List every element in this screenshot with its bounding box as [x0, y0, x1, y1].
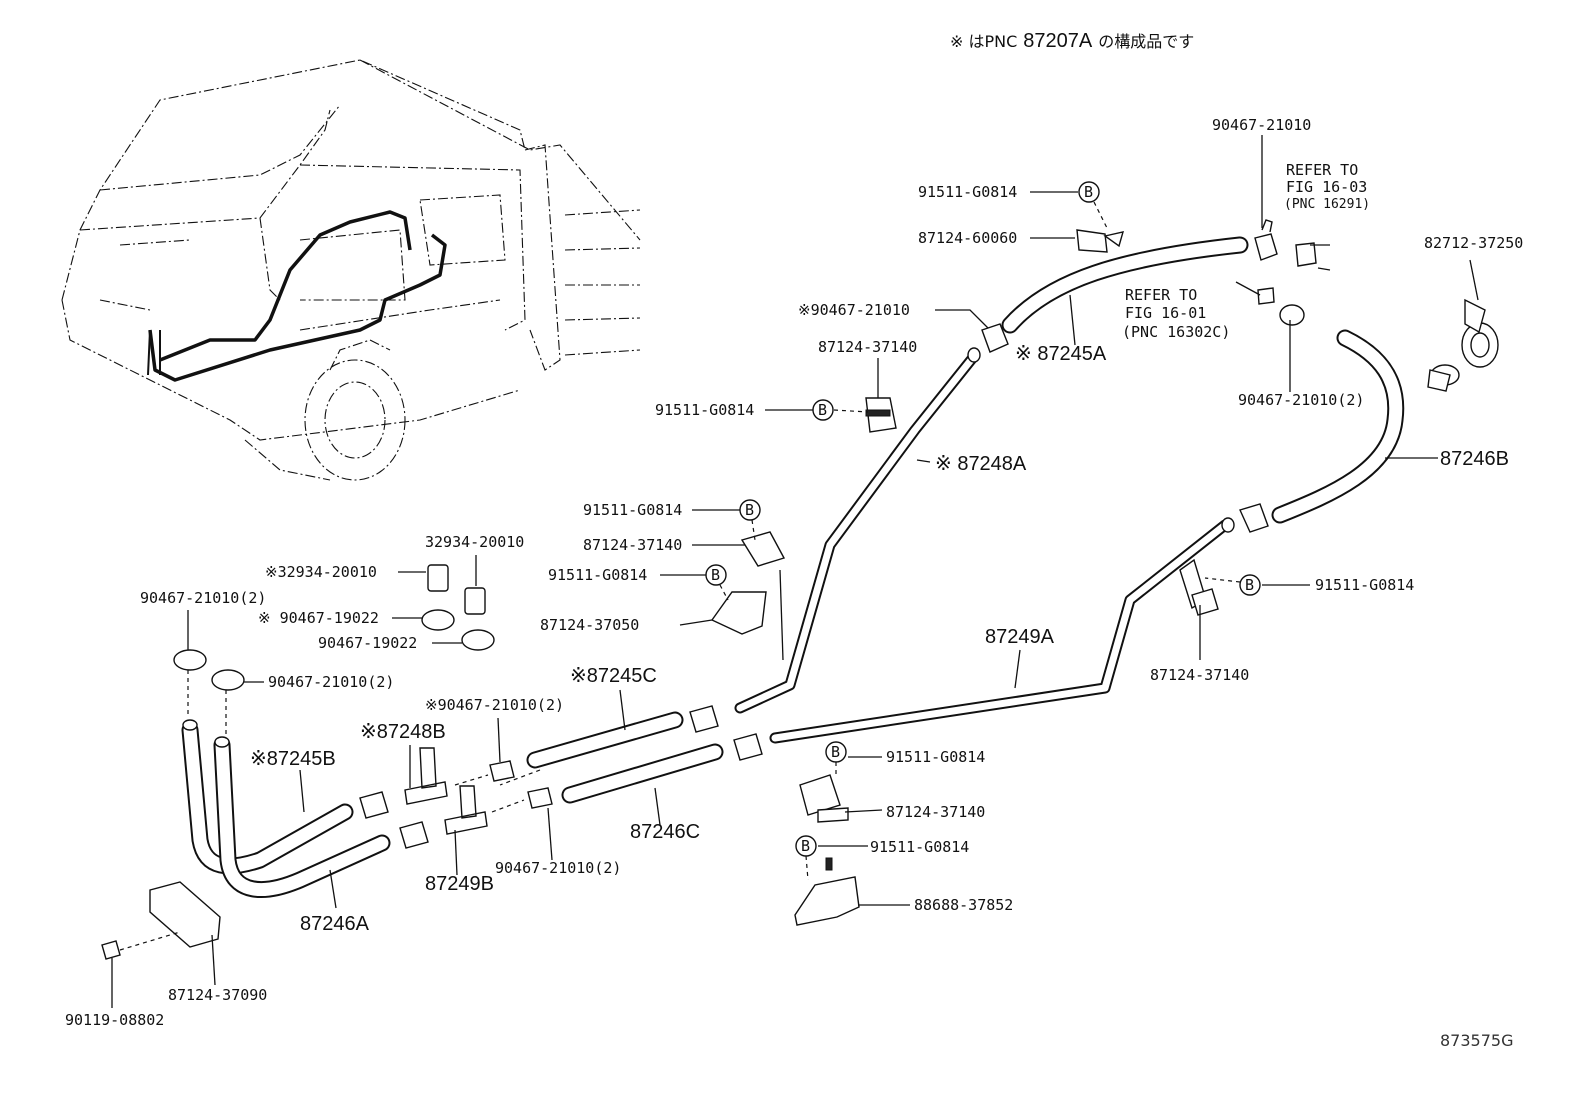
bracket-87124-37050 [710, 591, 767, 635]
clip-87124-37140-d [799, 774, 841, 816]
pipe-87248a [734, 349, 981, 714]
part-label: 87124-60060 [918, 229, 1017, 247]
bolt-markers: B B B B B B B [711, 183, 1254, 855]
part-label: 87124-37140 [1150, 666, 1249, 684]
svg-text:REFER TO: REFER TO [1286, 161, 1358, 179]
bolt-marker: B [801, 837, 810, 855]
part-label: 90119-08802 [65, 1011, 164, 1029]
part-label: ※90467-21010 [798, 301, 910, 319]
clamp-upper [1254, 233, 1278, 261]
part-label: ※ 87245A [1015, 343, 1107, 365]
bolt-marker: B [711, 566, 720, 584]
part-label: 91511-G0814 [1315, 576, 1414, 594]
sleeve-16291 [1295, 242, 1317, 267]
part-label: 90467-19022 [318, 634, 417, 652]
part-label: 90467-21010(2) [1238, 391, 1364, 409]
bracket-88688-37852 [794, 876, 860, 926]
figure-id: 873575G [1440, 1031, 1513, 1050]
grommet-87124-60060 [1076, 229, 1108, 253]
refer-note-16-03: REFER TO FIG 16-03 (PNC 16291) [1284, 161, 1370, 212]
part-label: 82712-37250 [1424, 234, 1523, 252]
part-label: ※ 87248A [935, 453, 1027, 475]
part-label: 87246C [630, 821, 700, 843]
part-label: 87124-37090 [168, 986, 267, 1004]
part-label: ※87248B [360, 721, 446, 743]
sleeve-32934-b [464, 587, 486, 615]
part-label: 90467-21010(2) [268, 673, 394, 691]
part-label: 87124-37140 [818, 338, 917, 356]
bracket-87124-37090 [149, 881, 221, 948]
svg-text:FIG 16-01: FIG 16-01 [1125, 304, 1206, 322]
clamp-left-b [211, 669, 245, 691]
bolt-marker: B [745, 501, 754, 519]
svg-text:FIG 16-03: FIG 16-03 [1286, 178, 1367, 196]
tee-87249b [444, 785, 488, 835]
note-pnc: 87207A [1023, 30, 1093, 52]
refer-note-16-01: REFER TO FIG 16-01 (PNC 16302C) [1122, 286, 1230, 341]
part-label: ※87245C [570, 665, 657, 687]
svg-text:REFER TO: REFER TO [1125, 286, 1197, 304]
sleeve-32934-a [427, 564, 449, 592]
part-label: 91511-G0814 [583, 501, 682, 519]
clamp-82712-37250 [1427, 298, 1499, 392]
note-prefix: ※ は [950, 32, 985, 51]
bolt-marker: B [831, 743, 840, 761]
part-label: 87124-37140 [583, 536, 682, 554]
part-label: 32934-20010 [425, 533, 524, 551]
bolt-marker: B [1084, 183, 1093, 201]
part-label: ※90467-21010(2) [425, 696, 564, 714]
part-label: ※87245B [250, 748, 336, 770]
clamp-90467-19022-b [461, 629, 495, 651]
part-label: 91511-G0814 [918, 183, 1017, 201]
header-note: ※ はPNC 87207A の構成品です [950, 30, 1194, 52]
clamps-and-fittings [101, 219, 1499, 960]
part-label: 91511-G0814 [548, 566, 647, 584]
part-label: 87124-37050 [540, 616, 639, 634]
part-label: 91511-G0814 [886, 748, 985, 766]
clip-87124-37140-c [740, 531, 786, 567]
part-label: 90467-21010(2) [495, 859, 621, 877]
part-label: 91511-G0814 [655, 401, 754, 419]
note-suffix: の構成品です [1098, 32, 1194, 51]
hose-assembly [181, 236, 1405, 898]
bolt-90119-08802 [101, 940, 121, 960]
clamp-90467-19022-a [421, 609, 455, 631]
truck-illustration [61, 59, 641, 481]
tee-87248b [404, 747, 448, 805]
clamp-right [1279, 304, 1305, 326]
part-label: ※32934-20010 [265, 563, 377, 581]
leader-lines [111, 135, 1479, 1008]
part-label: ※ 90467-19022 [258, 609, 379, 627]
part-label: 87246B [1440, 448, 1509, 470]
svg-text:(PNC 16291): (PNC 16291) [1284, 197, 1370, 212]
note-pnc-label: PNC [985, 32, 1018, 51]
bolt-marker: B [1245, 576, 1254, 594]
part-label: 87249B [425, 873, 494, 895]
part-label: 87249A [985, 626, 1055, 648]
part-label: 91511-G0814 [870, 838, 969, 856]
part-label: 87124-37140 [886, 803, 985, 821]
part-label: 88688-37852 [914, 896, 1013, 914]
part-label: 90467-21010 [1212, 116, 1311, 134]
part-label: 90467-21010(2) [140, 589, 266, 607]
part-labels: 90467-21010 91511-G0814 87124-60060 ※904… [65, 116, 1523, 1029]
part-label: 87246A [300, 913, 370, 935]
clamp-left-a [173, 649, 207, 671]
svg-text:(PNC 16302C): (PNC 16302C) [1122, 323, 1230, 341]
bolt-marker: B [818, 401, 827, 419]
